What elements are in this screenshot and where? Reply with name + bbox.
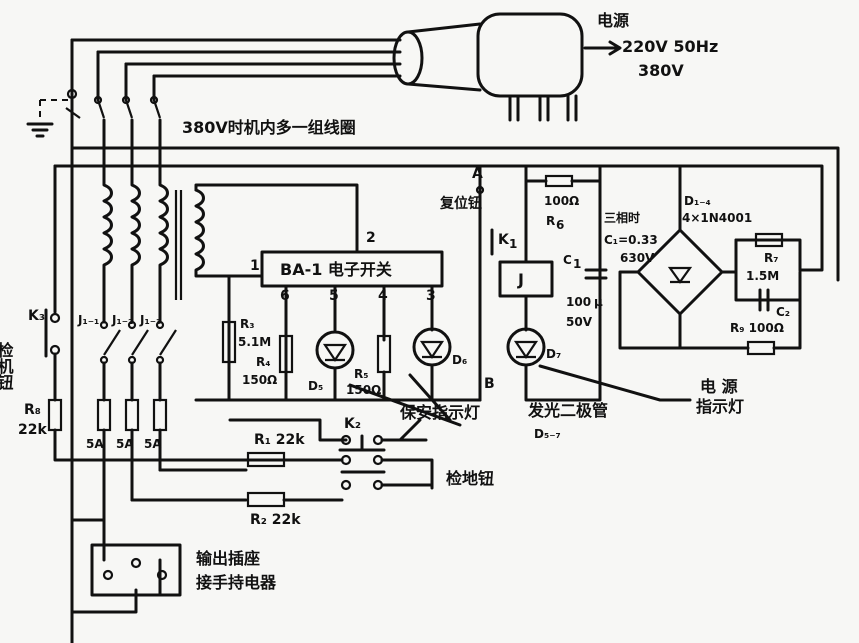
r3-name: R₃ (240, 317, 255, 331)
protect-lamp: 保安指示灯 (399, 403, 480, 422)
power-lamp-1: 电 源 (700, 377, 738, 396)
c1-three: C₁=0.33 (604, 233, 658, 247)
r5-name: R₅ (354, 367, 369, 381)
fuse2-label: 5A (116, 437, 134, 451)
second-rail (158, 164, 824, 272)
c1-value: 100 (566, 295, 591, 309)
j12-label: J₁₋₂ (111, 313, 133, 327)
node-a: A (472, 166, 483, 182)
r4-value: 150Ω (242, 373, 277, 387)
k3-branch (44, 164, 302, 462)
r8-value: 22k (18, 422, 47, 438)
d7-label: D₇ (546, 347, 561, 361)
relay-j: J (517, 270, 524, 289)
extra-coil-note: 380V时机内多一组线圈 (182, 118, 356, 137)
pin-5: 5 (329, 288, 339, 304)
led-range: D₅₋₇ (534, 427, 561, 441)
d14-type: 4×1N4001 (682, 211, 752, 225)
power-title: 电源 (597, 11, 629, 30)
r1-label: R₁ 22k (254, 432, 305, 448)
j11-label: J₁₋₁ (77, 313, 99, 327)
pin-4: 4 (378, 288, 388, 304)
top-rail (70, 146, 840, 282)
d6-label: D₆ (452, 353, 467, 367)
r3-value: 5.1M (238, 335, 271, 349)
earth-symbol (26, 99, 70, 138)
power-ac: 220V 50Hz (622, 37, 718, 56)
r7-value: 1.5M (746, 269, 779, 283)
fuse1-label: 5A (86, 437, 104, 451)
output-socket (70, 543, 182, 614)
d14-label: D₁₋₄ (684, 194, 711, 208)
reset-button-label: 复位钮 (439, 195, 482, 212)
r8-name: R₈ (24, 402, 41, 418)
fuse3-label: 5A (144, 437, 162, 451)
c1-unit: μ (594, 295, 603, 309)
j13-label: J₁₋₃ (139, 313, 161, 327)
d5-label: D₅ (308, 379, 323, 393)
r9-label: R₉ 100Ω (730, 321, 784, 335)
c1-name: C (563, 253, 572, 267)
power-380: 380V (638, 61, 684, 80)
ground-button-label: 检地钮 (446, 469, 494, 488)
r6-sub: 6 (556, 218, 564, 232)
k1-sub: 1 (509, 237, 517, 251)
pin-3: 3 (426, 288, 436, 304)
fuses (96, 398, 168, 562)
r6-name: R (546, 214, 555, 228)
led-label: 发光二极管 (527, 401, 608, 420)
node-b: B (484, 376, 495, 392)
r5-value: 150Ω (346, 383, 381, 397)
c2-name: C₂ (776, 305, 790, 319)
r2-label: R₂ 22k (250, 512, 301, 528)
r4-name: R₄ (256, 355, 271, 369)
pin-1: 1 (250, 258, 260, 274)
power-plug (70, 12, 622, 643)
k2-label: K₂ (344, 416, 361, 432)
three-phase: 三相时 (604, 210, 640, 225)
k1-label: K (498, 232, 510, 248)
c1-volt: 50V (566, 315, 593, 329)
socket-line-1: 输出插座 (196, 549, 260, 568)
power-lamp-2: 指示灯 (696, 397, 744, 416)
c1-sub: 1 (573, 257, 581, 271)
relay-contacts (99, 303, 177, 402)
socket-line-2: 接手持电器 (196, 573, 277, 592)
check-button-label: 检机钮 (0, 341, 14, 391)
ba1-label: BA-1 电子开关 (280, 260, 392, 279)
coils (102, 153, 359, 307)
relay-section (475, 164, 692, 402)
k3-label: K₃ (28, 308, 45, 324)
ground-check (70, 418, 434, 522)
pin-2: 2 (366, 230, 376, 246)
bridge-rectifier (598, 164, 802, 356)
r6-value: 100Ω (544, 194, 579, 208)
c1-three-v: 630V (620, 251, 655, 265)
r7-name: R₇ (764, 251, 779, 265)
pin-6: 6 (280, 288, 290, 304)
